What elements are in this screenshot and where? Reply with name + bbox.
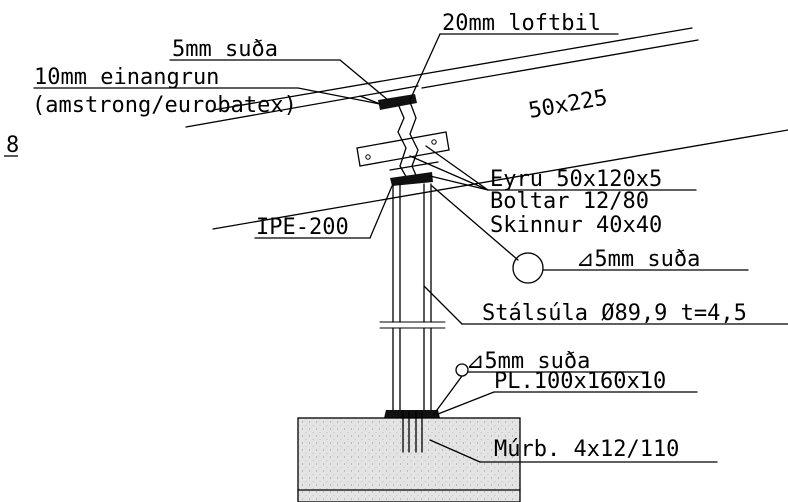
steel-column — [379, 183, 446, 418]
leader-lines — [33, 33, 788, 463]
bolts-label: Boltar 12/80 — [490, 189, 649, 214]
anchor-label: Múrb. 4x12/110 — [494, 437, 679, 462]
side-mark-label: 8 — [6, 133, 19, 158]
insulation-brands-label: (amstrong/eurobatex) — [32, 93, 297, 118]
washers-label: Skinnur 40x40 — [490, 213, 662, 238]
concrete-footing — [297, 411, 521, 502]
ipe-web — [389, 101, 439, 186]
base-plate-label: PL.100x160x10 — [494, 369, 666, 394]
insulation-strip — [359, 94, 417, 110]
weld-symbol-label: ⊿5mm suða — [576, 247, 700, 272]
beam-size-label: 50x225 — [527, 85, 610, 123]
ipe-label: IPE-200 — [256, 215, 349, 240]
base-weld-label: ⊿5mm suða — [466, 349, 590, 374]
insulation-label: 10mm einangrun — [34, 65, 219, 90]
air-gap-label: 20mm loftbil — [442, 11, 601, 36]
column-label: Stálsúla Ø89,9 t=4,5 — [482, 301, 747, 326]
ear-plate-label: Eyru 50x120x5 — [490, 167, 662, 192]
weld-top-label: 5mm suða — [172, 37, 278, 62]
ear-plate — [356, 131, 450, 167]
